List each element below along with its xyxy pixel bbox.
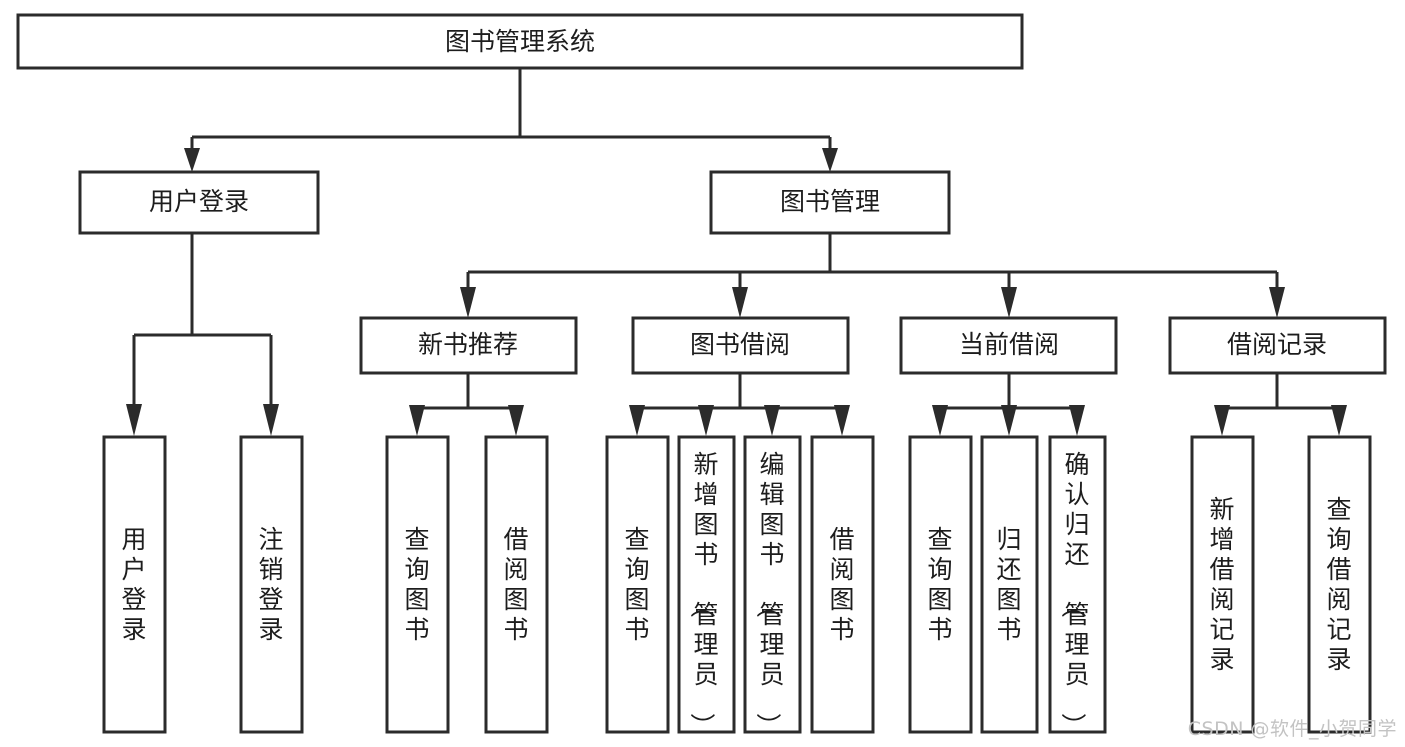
leaf-user-logout-label: 注销登录 <box>258 525 283 644</box>
leaf-user-login-label: 用户登录 <box>121 525 146 644</box>
leaf-node[interactable]: 归还图书 <box>980 435 1039 734</box>
leaf-node[interactable]: 查询借阅记录 <box>1307 435 1372 734</box>
node-root[interactable]: 图书管理系统 <box>16 13 1024 70</box>
arrow-to-leaf-rec-borrow <box>508 405 524 436</box>
node-book-manage-label: 图书管理 <box>780 187 880 216</box>
arrow-to-leaf-cur-return <box>1001 405 1017 436</box>
leaf-node[interactable]: 新增图书（管理员） <box>677 435 736 738</box>
node-user-login[interactable]: 用户登录 <box>78 170 320 235</box>
arrow-to-new-book-rec <box>460 287 476 318</box>
node-user-login-label: 用户登录 <box>149 187 249 216</box>
leaf-borrow-edit-box[interactable] <box>743 435 802 734</box>
arrow-to-leaf-user-logout <box>263 404 279 436</box>
arrow-to-book-borrow <box>732 287 748 318</box>
leaf-cur-return-label: 归还图书 <box>996 525 1021 644</box>
arrow-to-current-borrow <box>1001 287 1017 318</box>
leaf-borrow-do-box[interactable] <box>810 435 875 734</box>
leaf-user-login-box[interactable] <box>102 435 167 734</box>
arrow-to-leaf-rec-search <box>1331 405 1347 436</box>
arrow-to-leaf-cur-confirm <box>1069 405 1085 436</box>
leaf-borrow-query-label: 查询图书 <box>624 525 649 644</box>
leaf-node[interactable]: 新增借阅记录 <box>1190 435 1255 734</box>
leaf-borrow-add-label: 新增图书（管理员） <box>687 450 718 738</box>
leaf-node[interactable]: 查询图书 <box>605 435 670 734</box>
node-new-book-rec[interactable]: 新书推荐 <box>359 316 578 375</box>
leaf-node[interactable]: 用户登录 <box>102 435 167 734</box>
node-new-book-rec-label: 新书推荐 <box>418 330 518 359</box>
node-borrow-record-label: 借阅记录 <box>1227 330 1327 359</box>
node-book-borrow-label: 图书借阅 <box>690 330 790 359</box>
arrow-to-leaf-borrow-do <box>834 405 850 436</box>
node-book-borrow[interactable]: 图书借阅 <box>631 316 850 375</box>
leaf-node[interactable]: 编辑图书（管理员） <box>743 435 802 738</box>
leaf-cur-return-box[interactable] <box>980 435 1039 734</box>
arrow-to-borrow-record <box>1269 287 1285 318</box>
leaf-node[interactable]: 查询图书 <box>908 435 973 734</box>
leaf-rec-add-box[interactable] <box>1190 435 1255 734</box>
leaf-node[interactable]: 借阅图书 <box>484 435 549 734</box>
leaf-cur-query-label: 查询图书 <box>927 525 952 644</box>
leaf-borrow-edit-label: 编辑图书（管理员） <box>753 450 784 738</box>
node-root-label: 图书管理系统 <box>445 27 595 56</box>
arrow-to-leaf-rec-add <box>1214 405 1230 436</box>
leaf-rec-search-label: 查询借阅记录 <box>1326 495 1351 674</box>
arrow-to-leaf-borrow-add <box>698 405 714 436</box>
leaf-rec-search-box[interactable] <box>1307 435 1372 734</box>
node-root-box[interactable] <box>16 13 1024 70</box>
leaf-node[interactable]: 借阅图书 <box>810 435 875 734</box>
leaf-rec-borrow-label: 借阅图书 <box>503 525 528 644</box>
leaf-node[interactable]: 查询图书 <box>385 435 450 734</box>
leaf-cur-query-box[interactable] <box>908 435 973 734</box>
node-current-borrow-label: 当前借阅 <box>959 330 1059 359</box>
arrow-to-leaf-rec-query <box>409 405 425 436</box>
leaf-user-logout-box[interactable] <box>239 435 304 734</box>
leaf-borrow-query-box[interactable] <box>605 435 670 734</box>
node-new-book-rec-box[interactable] <box>359 316 578 375</box>
node-book-borrow-box[interactable] <box>631 316 850 375</box>
leaf-rec-query-box[interactable] <box>385 435 450 734</box>
leaf-node[interactable]: 确认归还（管理员） <box>1048 435 1107 738</box>
leaf-borrow-do-label: 借阅图书 <box>829 525 854 644</box>
csdn-watermark: CSDN @软件_小贺同学 <box>1187 718 1397 740</box>
arrow-to-leaf-cur-query <box>932 405 948 436</box>
leaf-rec-borrow-box[interactable] <box>484 435 549 734</box>
leaf-rec-add-label: 新增借阅记录 <box>1209 495 1234 674</box>
node-book-manage-box[interactable] <box>709 170 951 235</box>
node-user-login-box[interactable] <box>78 170 320 235</box>
arrow-to-leaf-borrow-edit <box>764 405 780 436</box>
leaf-borrow-add-box[interactable] <box>677 435 736 734</box>
node-current-borrow[interactable]: 当前借阅 <box>899 316 1118 375</box>
arrow-to-leaf-borrow-query <box>629 405 645 436</box>
node-book-manage[interactable]: 图书管理 <box>709 170 951 235</box>
leaf-cur-confirm-label: 确认归还（管理员） <box>1058 450 1089 738</box>
arrow-to-leaf-user-login <box>126 404 142 436</box>
arrow-to-book-manage <box>822 148 838 172</box>
node-borrow-record[interactable]: 借阅记录 <box>1168 316 1387 375</box>
node-borrow-record-box[interactable] <box>1168 316 1387 375</box>
edges-group <box>126 68 1347 436</box>
leaf-node[interactable]: 注销登录 <box>239 435 304 734</box>
arrow-to-user-login <box>184 148 200 172</box>
leaf-rec-query-label: 查询图书 <box>404 525 429 644</box>
leaf-cur-confirm-box[interactable] <box>1048 435 1107 734</box>
node-current-borrow-box[interactable] <box>899 316 1118 375</box>
